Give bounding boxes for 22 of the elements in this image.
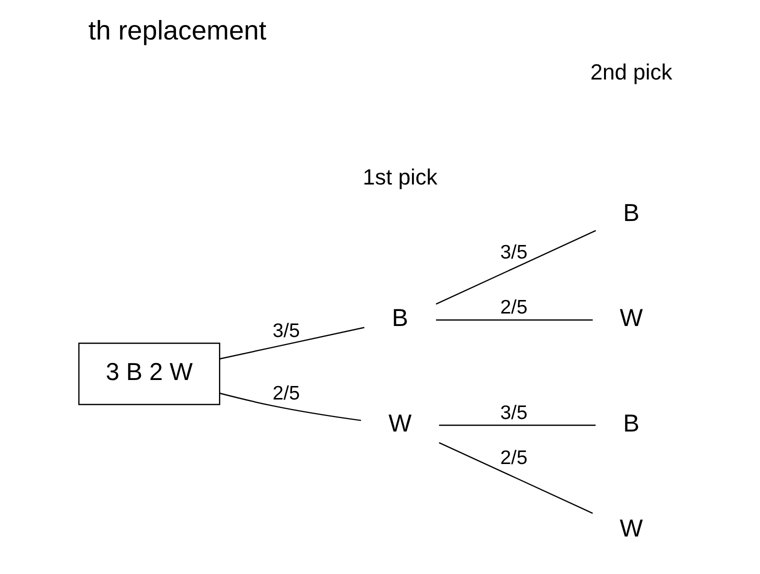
connector <box>436 319 592 321</box>
edge-label: 2/5 <box>500 447 527 470</box>
connector <box>219 326 364 360</box>
label: 1st pick <box>362 164 437 190</box>
edge-label: 2/5 <box>272 382 300 404</box>
connector <box>219 392 361 422</box>
edge-label: 3/5 <box>500 242 527 264</box>
node-text: W <box>619 516 642 543</box>
connector <box>438 442 592 514</box>
node-text: B <box>622 410 639 438</box>
diagram-title: th replacement <box>88 15 266 46</box>
edge-label: 3/5 <box>272 320 300 342</box>
connector <box>435 230 596 305</box>
node-text: B <box>391 305 408 332</box>
node-text: W <box>388 410 412 438</box>
node-text: B <box>622 200 639 227</box>
node-text: W <box>619 305 642 332</box>
connector <box>438 424 596 426</box>
edge-label: 3/5 <box>500 402 527 424</box>
edge-label: 2/5 <box>500 296 527 319</box>
node-box: 3 B 2 W <box>78 342 220 406</box>
label: 2nd pick <box>590 59 672 84</box>
